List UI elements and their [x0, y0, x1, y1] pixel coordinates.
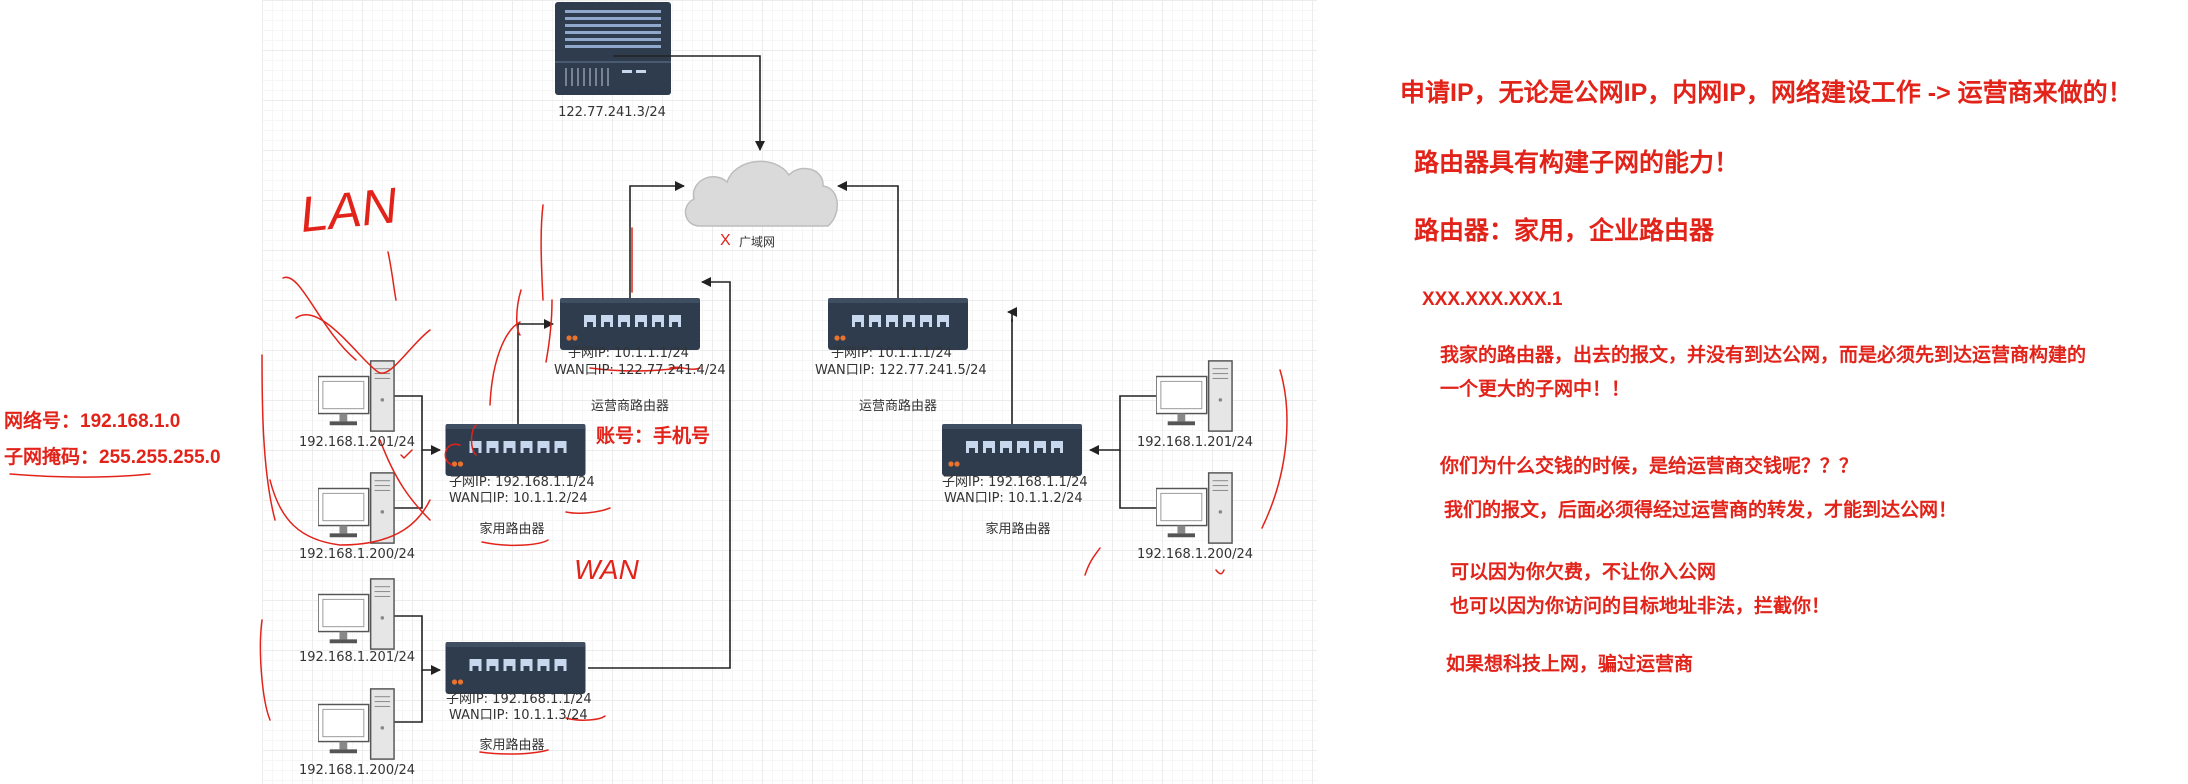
pc-1-ip: 192.168.1.201/24: [298, 435, 416, 450]
isp-router-right-icon: [828, 298, 968, 350]
diagram-canvas: [262, 0, 1317, 784]
subnet-mask-note: 子网掩码：255.255.255.0: [4, 447, 221, 468]
note-line-4: XXX.XXX.XXX.1: [1422, 289, 1563, 310]
pc-4-ip: 192.168.1.200/24: [298, 763, 416, 778]
home-router-1-name: 家用路由器: [479, 522, 545, 537]
home-router-2-subnet-ip: 子网IP: 192.168.1.1/24: [446, 692, 592, 707]
pc-4-icon: [318, 688, 395, 760]
pc-6-icon: [1156, 472, 1233, 544]
home-router-3-icon: [942, 424, 1082, 476]
pc-1-icon: [318, 360, 395, 432]
note-line-5a: 我家的路由器，出去的报文，并没有到达公网，而是必须先到达运营商构建的: [1440, 345, 2087, 366]
note-line-2: 路由器具有构建子网的能力！: [1414, 149, 1740, 177]
pc-5-ip: 192.168.1.201/24: [1136, 435, 1254, 450]
home-router-3-wan-ip: WAN口IP: 10.1.1.2/24: [944, 491, 1083, 506]
isp-router-right-name: 运营商路由器: [858, 399, 938, 414]
note-line-7: 我们的报文，后面必须得经过运营商的转发，才能到达公网！: [1444, 500, 1958, 521]
home-router-3-subnet-ip: 子网IP: 192.168.1.1/24: [942, 475, 1088, 490]
note-line-9: 如果想科技上网，骗过运营商: [1446, 654, 1694, 675]
pc-3-ip: 192.168.1.201/24: [298, 650, 416, 665]
note-line-3: 路由器：家用，企业路由器: [1414, 217, 1715, 245]
pc-2-icon: [318, 472, 395, 544]
hand-drawn-marks: [9, 204, 1288, 755]
server-ip-label: 122.77.241.3/24: [558, 105, 666, 120]
cloud-label: 广域网: [738, 235, 776, 249]
note-line-1: 申请IP，无论是公网IP，内网IP，网络建设工作 -> 运营商来做的！: [1400, 79, 2133, 107]
connectors: [373, 55, 1157, 723]
isp-router-left-name: 运营商路由器: [590, 399, 670, 414]
home-router-1-wan-ip: WAN口IP: 10.1.1.2/24: [449, 491, 588, 506]
note-line-8b: 也可以因为你访问的目标地址非法，拦截你！: [1450, 596, 1831, 617]
home-router-2-wan-ip: WAN口IP: 10.1.1.3/24: [449, 708, 588, 723]
network-number-note: 网络号：192.168.1.0: [4, 411, 181, 432]
home-router-2-name: 家用路由器: [479, 738, 545, 753]
isp-router-right-wan-ip: WAN口IP: 122.77.241.5/24: [815, 363, 987, 378]
lan-handwritten: LAN: [297, 177, 400, 243]
home-router-1-icon: [445, 424, 586, 476]
isp-router-left-icon: [560, 298, 700, 350]
pc-2-ip: 192.168.1.200/24: [298, 547, 416, 562]
cloud-icon: [684, 160, 838, 227]
home-router-3-name: 家用路由器: [985, 522, 1051, 537]
home-router-2-icon: [445, 642, 586, 694]
pc-3-icon: [318, 578, 395, 650]
home-router-1-subnet-ip: 子网IP: 192.168.1.1/24: [449, 475, 595, 490]
isp-router-right-subnet-ip: 子网IP: 10.1.1.1/24: [831, 346, 952, 361]
note-line-8a: 可以因为你欠费，不让你入公网: [1450, 562, 1717, 583]
isp-router-left-wan-ip: WAN口IP: 122.77.241.4/24: [554, 363, 726, 378]
pc-6-ip: 192.168.1.200/24: [1136, 547, 1254, 562]
isp-router-left-subnet-ip: 子网IP: 10.1.1.1/24: [568, 346, 689, 361]
server-icon: [555, 2, 671, 95]
note-line-5b: 一个更大的子网中！！: [1440, 379, 1631, 400]
note-line-6: 你们为什么交钱的时候，是给运营商交钱呢？？？: [1440, 456, 1859, 477]
wan-handwritten: WAN: [574, 554, 639, 585]
account-note: 账号：手机号: [596, 426, 711, 447]
x-mark: X: [720, 232, 731, 249]
pc-5-icon: [1156, 360, 1233, 432]
